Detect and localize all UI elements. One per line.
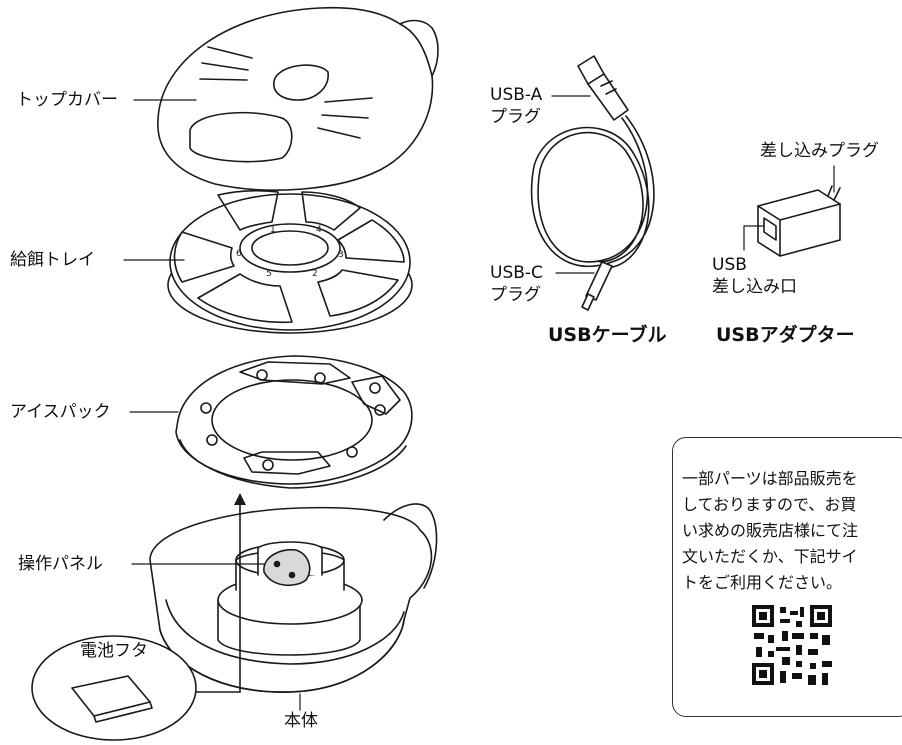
qr-code-icon <box>752 605 832 685</box>
tray-number-5: 5 <box>266 269 272 279</box>
caption-usb-adapter: USBアダプター <box>716 324 855 346</box>
main-body-illustration <box>149 503 438 693</box>
ice-pack-illustration <box>175 355 413 489</box>
arrow-up-icon <box>234 493 246 505</box>
battery-cover-callout <box>31 496 241 741</box>
label-control-panel: 操作パネル <box>18 554 103 574</box>
label-ice-pack: アイスパック <box>10 402 111 422</box>
caption-usb-cable: USBケーブル <box>548 324 667 346</box>
label-usb-port: USB 差し込み口 <box>712 255 797 297</box>
parts-info-box: 一部パーツは部品販売を しておりますので、お買 い求めの販売店様にて注 文いただ… <box>672 437 902 717</box>
tray-number-2: 2 <box>312 269 318 279</box>
label-battery-cover: 電池フタ <box>80 641 148 661</box>
feeding-tray-illustration: 1 2 3 4 5 6 <box>167 189 413 334</box>
label-feeding-tray: 給餌トレイ <box>10 250 95 270</box>
tray-number-4: 4 <box>316 225 322 235</box>
usb-cable-illustration <box>530 55 655 311</box>
top-cover-illustration <box>157 6 439 191</box>
parts-info-text: 一部パーツは部品販売を しておりますので、お買 い求めの販売店様にて注 文いただ… <box>682 469 859 592</box>
tray-number-3: 3 <box>338 250 344 260</box>
label-outlet-plug: 差し込みプラグ <box>760 141 879 161</box>
label-usb-c-plug: USB-C プラグ <box>490 263 543 305</box>
label-usb-a-plug: USB-A プラグ <box>490 85 543 127</box>
label-top-cover: トップカバー <box>16 90 118 110</box>
tray-number-6: 6 <box>236 249 242 259</box>
usb-adapter-illustration <box>743 165 841 257</box>
label-main-body: 本体 <box>284 711 318 731</box>
leader-lines <box>123 99 301 711</box>
tray-number-1: 1 <box>270 225 276 235</box>
